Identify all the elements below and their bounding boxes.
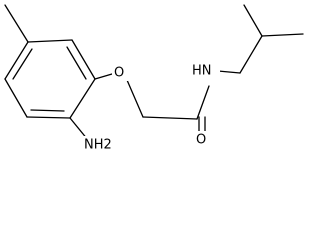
bond-ch2-carbonyl [142,116,198,120]
carbonyl-oxygen-label: O [196,133,206,148]
bond-aryl-oxygen [94,73,113,80]
bond-ring-4 [26,116,71,119]
amine-group-label: NH2 [84,138,112,153]
atom-labels: O HN O NH2 [82,62,220,153]
bond-methyl [4,4,29,43]
bond-nitrogen-ch2 [217,70,241,74]
bond-ring-inner-2 [30,109,65,112]
bond-ch-methyl-left [243,4,263,37]
bond-ring-5 [4,78,28,118]
bond-carbonyl-nitrogen [196,85,210,120]
ether-oxygen-label: O [114,66,124,81]
bond-ring-1 [27,39,73,43]
bond-lines [4,4,304,141]
bond-ch-methyl-right [261,33,304,37]
bond-ring-inner-1 [66,46,87,80]
bond-ch2-ch [239,35,263,74]
amide-nitrogen-label: HN [192,64,212,79]
molecule-structure: O HN O NH2 [4,4,304,153]
bond-ring-2 [71,39,96,80]
bond-ring-3 [69,78,96,119]
bond-oxygen-ch2 [126,79,144,118]
bond-ring-inner-3 [12,48,33,80]
bond-ring-6 [4,41,29,80]
